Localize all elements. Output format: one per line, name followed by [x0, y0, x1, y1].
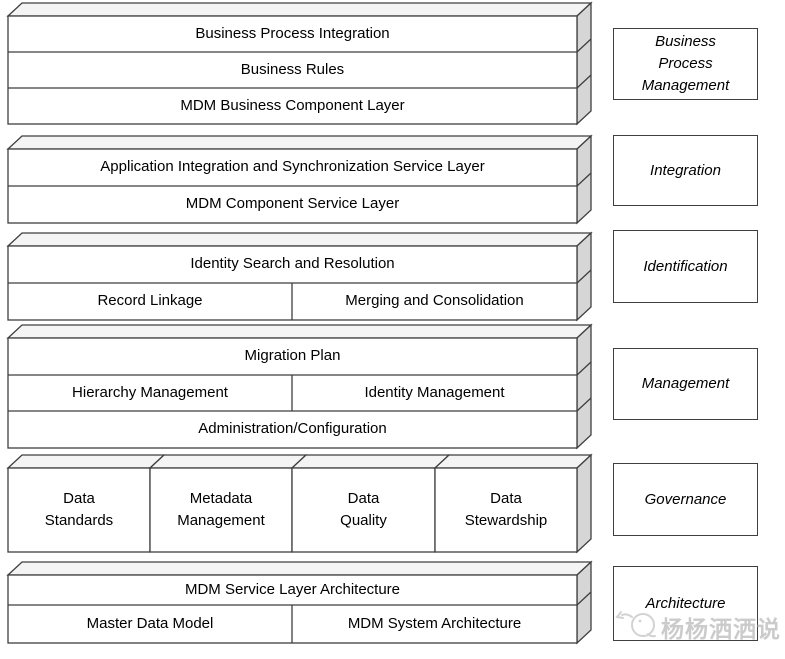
side-label-identification: Identification: [613, 230, 758, 303]
layer-administration-configuration: Administration/Configuration: [198, 420, 387, 438]
side-label-business-process-management: Business Process Management: [613, 28, 758, 100]
watermark-text: 杨杨洒洒说: [661, 616, 781, 642]
layer-business-rules: Business Rules: [240, 60, 345, 78]
cell-merging-consolidation: Merging and Consolidation: [345, 292, 524, 310]
cell-record-linkage: Record Linkage: [97, 292, 203, 310]
block-architecture: [6, 560, 593, 645]
layer-mdm-business-component: MDM Business Component Layer: [180, 96, 405, 114]
layer-migration-plan: Migration Plan: [244, 347, 341, 365]
cell-data-stewardship: Data Stewardship: [464, 489, 548, 530]
cell-hierarchy-management: Hierarchy Management: [72, 383, 228, 401]
cell-master-data-model: Master Data Model: [86, 614, 214, 632]
block-identification: [6, 231, 593, 322]
side-label-management: Management: [613, 348, 758, 420]
block-business-process: [6, 1, 593, 126]
layer-mdm-service-layer-architecture: MDM Service Layer Architecture: [184, 580, 401, 598]
layer-app-integration-sync: Application Integration and Synchronizat…: [100, 158, 485, 176]
side-label-governance: Governance: [613, 463, 758, 536]
cell-identity-management: Identity Management: [364, 383, 505, 401]
layer-business-process-integration: Business Process Integration: [195, 24, 390, 42]
cell-data-standards: Data Standards: [44, 489, 114, 530]
layer-identity-search-resolution: Identity Search and Resolution: [190, 255, 395, 273]
cell-data-quality: Data Quality: [340, 489, 387, 530]
block-management: [6, 323, 593, 450]
cell-metadata-management: Metadata Management: [177, 489, 265, 530]
block-integration: [6, 134, 593, 225]
cell-mdm-system-architecture: MDM System Architecture: [347, 614, 522, 632]
side-label-integration: Integration: [613, 135, 758, 206]
layer-mdm-component-service: MDM Component Service Layer: [185, 195, 400, 213]
block-governance: [6, 453, 593, 554]
